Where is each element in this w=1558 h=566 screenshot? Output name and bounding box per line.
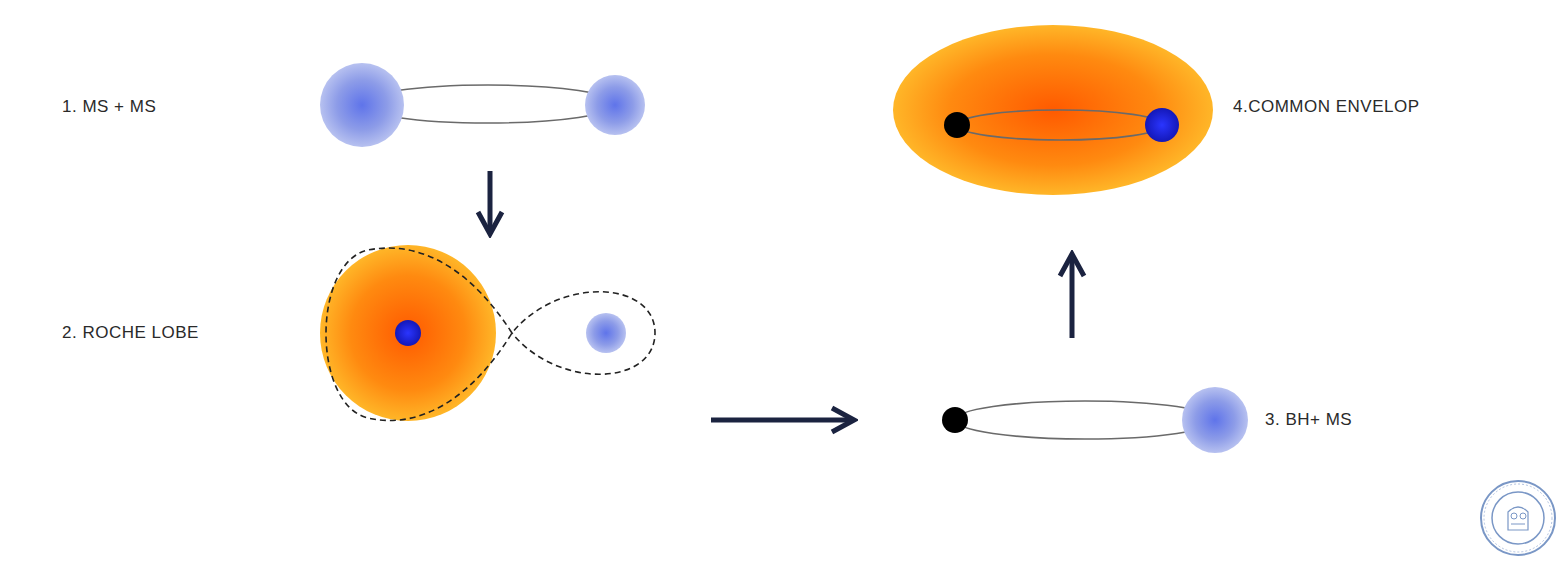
stage-illustration	[860, 340, 1365, 470]
orbit	[957, 110, 1163, 140]
stage-figure: 2. ROCHE LOBE	[55, 240, 705, 435]
expanded-envelope	[320, 245, 496, 421]
stage-label: 4.COMMON ENVELOP	[1233, 97, 1420, 117]
stage-label: 3. BH+ MS	[1265, 410, 1352, 430]
stage-label: 2. ROCHE LOBE	[62, 323, 199, 343]
black-hole	[944, 112, 970, 138]
stage-figure: 4.COMMON ENVELOP	[880, 20, 1410, 252]
stage-illustration	[880, 20, 1410, 252]
stage-arrow	[488, 171, 493, 234]
stage-arrow	[711, 418, 854, 423]
university-seal	[1478, 478, 1558, 558]
black-hole	[942, 407, 968, 433]
stage-label: 1. MS + MS	[62, 97, 156, 117]
stellar-core	[1145, 108, 1179, 142]
star	[586, 313, 626, 353]
stage-figure: 3. BH+ MS	[860, 340, 1365, 470]
orbit	[955, 401, 1215, 439]
stage-arrow	[1070, 254, 1075, 338]
star	[585, 75, 645, 135]
star	[320, 63, 404, 147]
common-envelope	[893, 25, 1213, 195]
star	[1182, 387, 1248, 453]
roche-lobe	[326, 248, 655, 420]
stage-figure: 1. MS + MS	[55, 55, 655, 165]
stellar-core	[395, 320, 421, 346]
